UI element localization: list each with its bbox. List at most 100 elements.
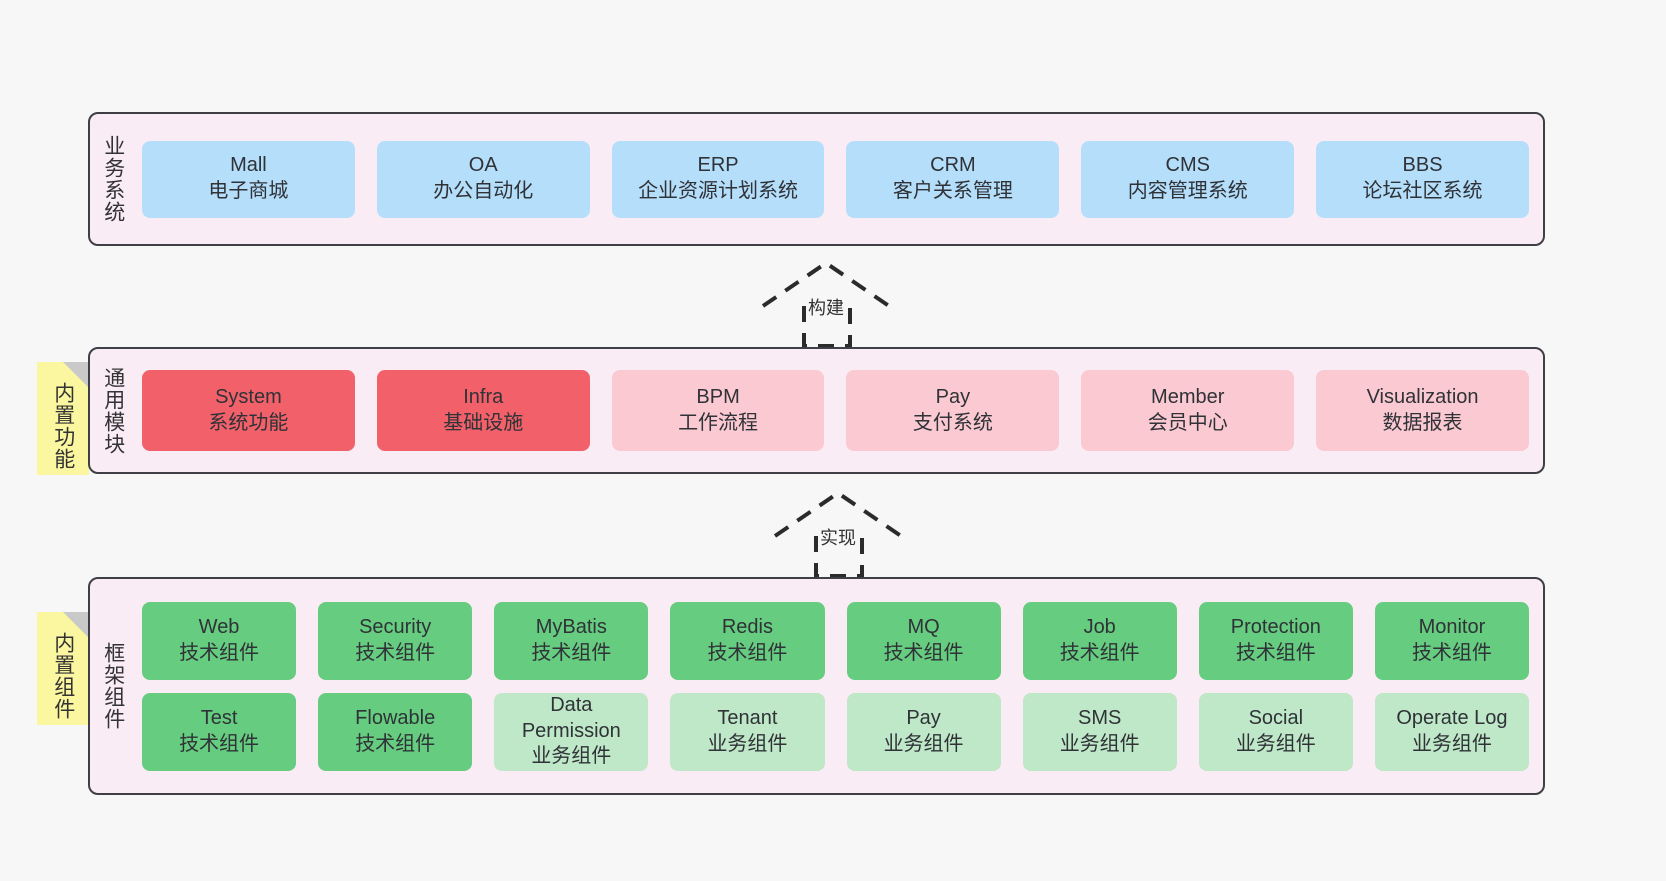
- module-box-member[interactable]: Member 会员中心: [1081, 370, 1295, 451]
- framework-box-security[interactable]: Security 技术组件: [318, 601, 473, 680]
- box-title: Visualization: [1366, 385, 1479, 408]
- box-subtitle: 内容管理系统: [1127, 180, 1248, 202]
- box-subtitle: 业务组件: [1235, 732, 1316, 755]
- framework-box-web[interactable]: Web 技术组件: [142, 601, 297, 680]
- box-title: Social: [1248, 706, 1304, 729]
- box-title: MQ: [907, 615, 940, 638]
- box-subtitle: 业务组件: [1059, 732, 1140, 755]
- framework-box-mybatis[interactable]: MyBatis 技术组件: [494, 601, 649, 680]
- box-subtitle: 技术组件: [1411, 641, 1492, 664]
- box-subtitle: 工作流程: [678, 411, 759, 434]
- box-title: CMS: [1165, 154, 1210, 177]
- box-subtitle: 业务组件: [707, 732, 788, 755]
- box-title: ERP: [697, 154, 739, 177]
- box-subtitle: 基础设施: [443, 411, 524, 434]
- box-title: BBS: [1402, 154, 1443, 177]
- common-modules-layer-label: 通用模块: [101, 366, 125, 455]
- builtin-component-tag: 内置组件: [37, 612, 89, 725]
- framework-box-mq[interactable]: MQ 技术组件: [846, 601, 1001, 680]
- box-title: Pay: [906, 706, 941, 729]
- box-title: Operate Log: [1396, 706, 1508, 729]
- box-subtitle: 论坛社区系统: [1362, 180, 1483, 202]
- business-box-mall[interactable]: Mall 电子商城: [142, 140, 355, 218]
- box-subtitle: 客户关系管理: [892, 180, 1013, 202]
- business-box-crm[interactable]: CRM 客户关系管理: [846, 140, 1060, 218]
- box-title: Monitor: [1418, 615, 1486, 638]
- box-title: Security: [359, 615, 432, 638]
- business-system-row: Mall 电子商城 OA 办公自动化 ERP 企业资源计划系统 CRM 客户关系管理 CMS 内容…: [142, 140, 1529, 218]
- folded-corner-icon: [63, 362, 89, 388]
- business-box-cms[interactable]: CMS 内容管理系统: [1081, 140, 1295, 218]
- box-subtitle: 支付系统: [912, 411, 993, 434]
- box-subtitle: 技术组件: [179, 641, 260, 664]
- box-subtitle: 企业资源计划系统: [638, 180, 799, 202]
- box-title: Infra: [463, 385, 504, 408]
- module-box-visualization[interactable]: Visualization 数据报表: [1316, 370, 1529, 451]
- builtin-function-tag: 内置功能: [37, 362, 89, 475]
- box-subtitle: 会员中心: [1147, 411, 1228, 434]
- builtin-function-tag-label: 内置功能: [51, 381, 75, 470]
- box-title: Redis: [721, 615, 773, 638]
- builtin-component-tag-label: 内置组件: [51, 631, 75, 720]
- box-title: Web: [198, 615, 240, 638]
- box-subtitle: 技术组件: [1235, 641, 1316, 664]
- framework-box-social[interactable]: Social 业务组件: [1198, 692, 1353, 771]
- module-box-bpm[interactable]: BPM 工作流程: [611, 370, 825, 451]
- box-title: MyBatis: [535, 615, 607, 638]
- framework-box-sms[interactable]: SMS 业务组件: [1022, 692, 1177, 771]
- connector-implement-arrow: 实现: [772, 488, 912, 580]
- box-title: Job: [1083, 615, 1116, 638]
- box-subtitle: 技术组件: [883, 641, 964, 664]
- business-system-layer: 业务系统 Mall 电子商城 OA 办公自动化 ERP 企业资源计划系统 CRM 客户关系管理…: [88, 112, 1545, 246]
- box-title: Test: [200, 706, 238, 729]
- framework-box-job[interactable]: Job 技术组件: [1022, 601, 1177, 680]
- box-title: CRM: [930, 154, 976, 177]
- connector-build-arrow: 构建: [760, 258, 900, 350]
- business-system-layer-label: 业务系统: [101, 135, 125, 223]
- box-title: Protection: [1230, 615, 1321, 638]
- box-subtitle: 业务组件: [883, 732, 964, 755]
- box-subtitle: 电子商城: [208, 180, 289, 202]
- box-subtitle: 系统功能: [208, 411, 289, 434]
- framework-components-layer-label: 框架组件: [101, 642, 125, 730]
- box-subtitle: 数据报表: [1382, 411, 1463, 434]
- box-subtitle: 技术组件: [355, 732, 436, 755]
- business-box-bbs[interactable]: BBS 论坛社区系统: [1316, 140, 1529, 218]
- framework-box-monitor[interactable]: Monitor 技术组件: [1374, 601, 1529, 680]
- connector-implement-label: 实现: [820, 528, 856, 548]
- box-subtitle: 技术组件: [1059, 641, 1140, 664]
- box-subtitle: 业务组件: [531, 745, 612, 768]
- box-subtitle: 技术组件: [531, 641, 612, 664]
- box-title: OA: [468, 154, 498, 177]
- box-title: Mall: [230, 154, 267, 177]
- framework-box-protection[interactable]: Protection 技术组件: [1198, 601, 1353, 680]
- module-box-infra[interactable]: Infra 基础设施: [376, 370, 590, 451]
- framework-box-pay[interactable]: Pay 业务组件: [846, 692, 1001, 771]
- box-subtitle: 技术组件: [707, 641, 788, 664]
- connector-build-label: 构建: [808, 298, 844, 318]
- box-title: BPM: [696, 385, 740, 408]
- box-subtitle: 办公自动化: [433, 180, 534, 202]
- box-title: Member: [1151, 385, 1225, 408]
- business-box-oa[interactable]: OA 办公自动化: [376, 140, 590, 218]
- box-title: Tenant: [717, 706, 778, 729]
- business-box-erp[interactable]: ERP 企业资源计划系统: [611, 140, 825, 218]
- framework-box-tenant[interactable]: Tenant 业务组件: [670, 692, 825, 771]
- box-subtitle: 技术组件: [355, 641, 436, 664]
- box-title: SMS: [1078, 706, 1122, 729]
- framework-box-redis[interactable]: Redis 技术组件: [670, 601, 825, 680]
